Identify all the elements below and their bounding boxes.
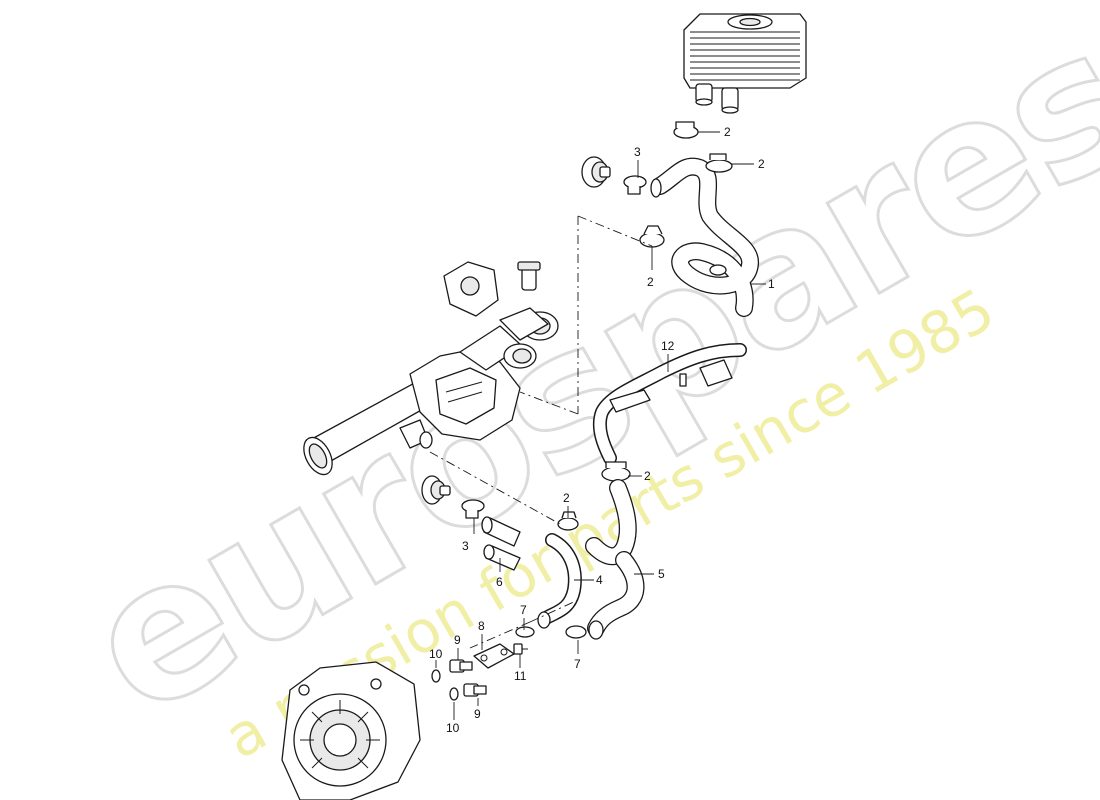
callout-2: 2 <box>644 469 651 483</box>
callout-1: 1 <box>768 277 775 291</box>
callout-11: 11 <box>514 669 527 683</box>
hose-5 <box>585 479 645 640</box>
callout-10: 10 <box>429 647 443 661</box>
callout-2: 2 <box>647 275 654 289</box>
hose-clamp <box>515 626 535 638</box>
hose-clamp <box>557 511 579 531</box>
blanking-plug <box>421 475 451 505</box>
callout-5: 5 <box>658 567 665 581</box>
hose-loop-1 <box>650 157 759 317</box>
flange-gasket-8 <box>473 643 515 669</box>
callout-7: 7 <box>574 657 581 671</box>
leader-lines <box>435 131 766 720</box>
hose-clamp <box>601 461 631 482</box>
callout-labels: 1 2 2 2 2 2 3 3 4 5 6 7 7 8 9 9 10 10 11… <box>429 125 775 735</box>
callout-12: 12 <box>661 339 675 353</box>
alternator <box>281 661 421 800</box>
sealing-ring-10 <box>431 669 459 701</box>
callout-7: 7 <box>520 603 527 617</box>
blanking-plug <box>581 156 611 188</box>
hose-clamp <box>461 499 485 519</box>
hose-piece-6 <box>481 516 521 571</box>
pipe-4 <box>537 533 582 629</box>
callout-2: 2 <box>758 157 765 171</box>
callout-2: 2 <box>563 491 570 505</box>
hose-clamp <box>565 625 587 639</box>
coolant-pipe-12 <box>592 343 747 465</box>
hose-clamp <box>623 175 647 195</box>
oil-cooler <box>683 13 807 114</box>
callout-9: 9 <box>474 707 481 721</box>
callout-9: 9 <box>454 633 461 647</box>
callout-3: 3 <box>462 539 469 553</box>
assembly-center-lines <box>429 215 653 649</box>
callout-2: 2 <box>724 125 731 139</box>
callout-4: 4 <box>596 573 603 587</box>
callout-3: 3 <box>634 145 641 159</box>
callout-10: 10 <box>446 721 460 735</box>
hose-clamp <box>639 225 665 248</box>
callout-8: 8 <box>478 619 485 633</box>
water-pump-housing <box>303 261 559 476</box>
watermark-brand: eurospares <box>52 0 1100 759</box>
banjo-bolt-9 <box>449 659 487 697</box>
hose-clamp <box>705 153 733 173</box>
callout-6: 6 <box>496 575 503 589</box>
hose-clamp <box>673 121 699 139</box>
screw-11 <box>513 643 528 655</box>
